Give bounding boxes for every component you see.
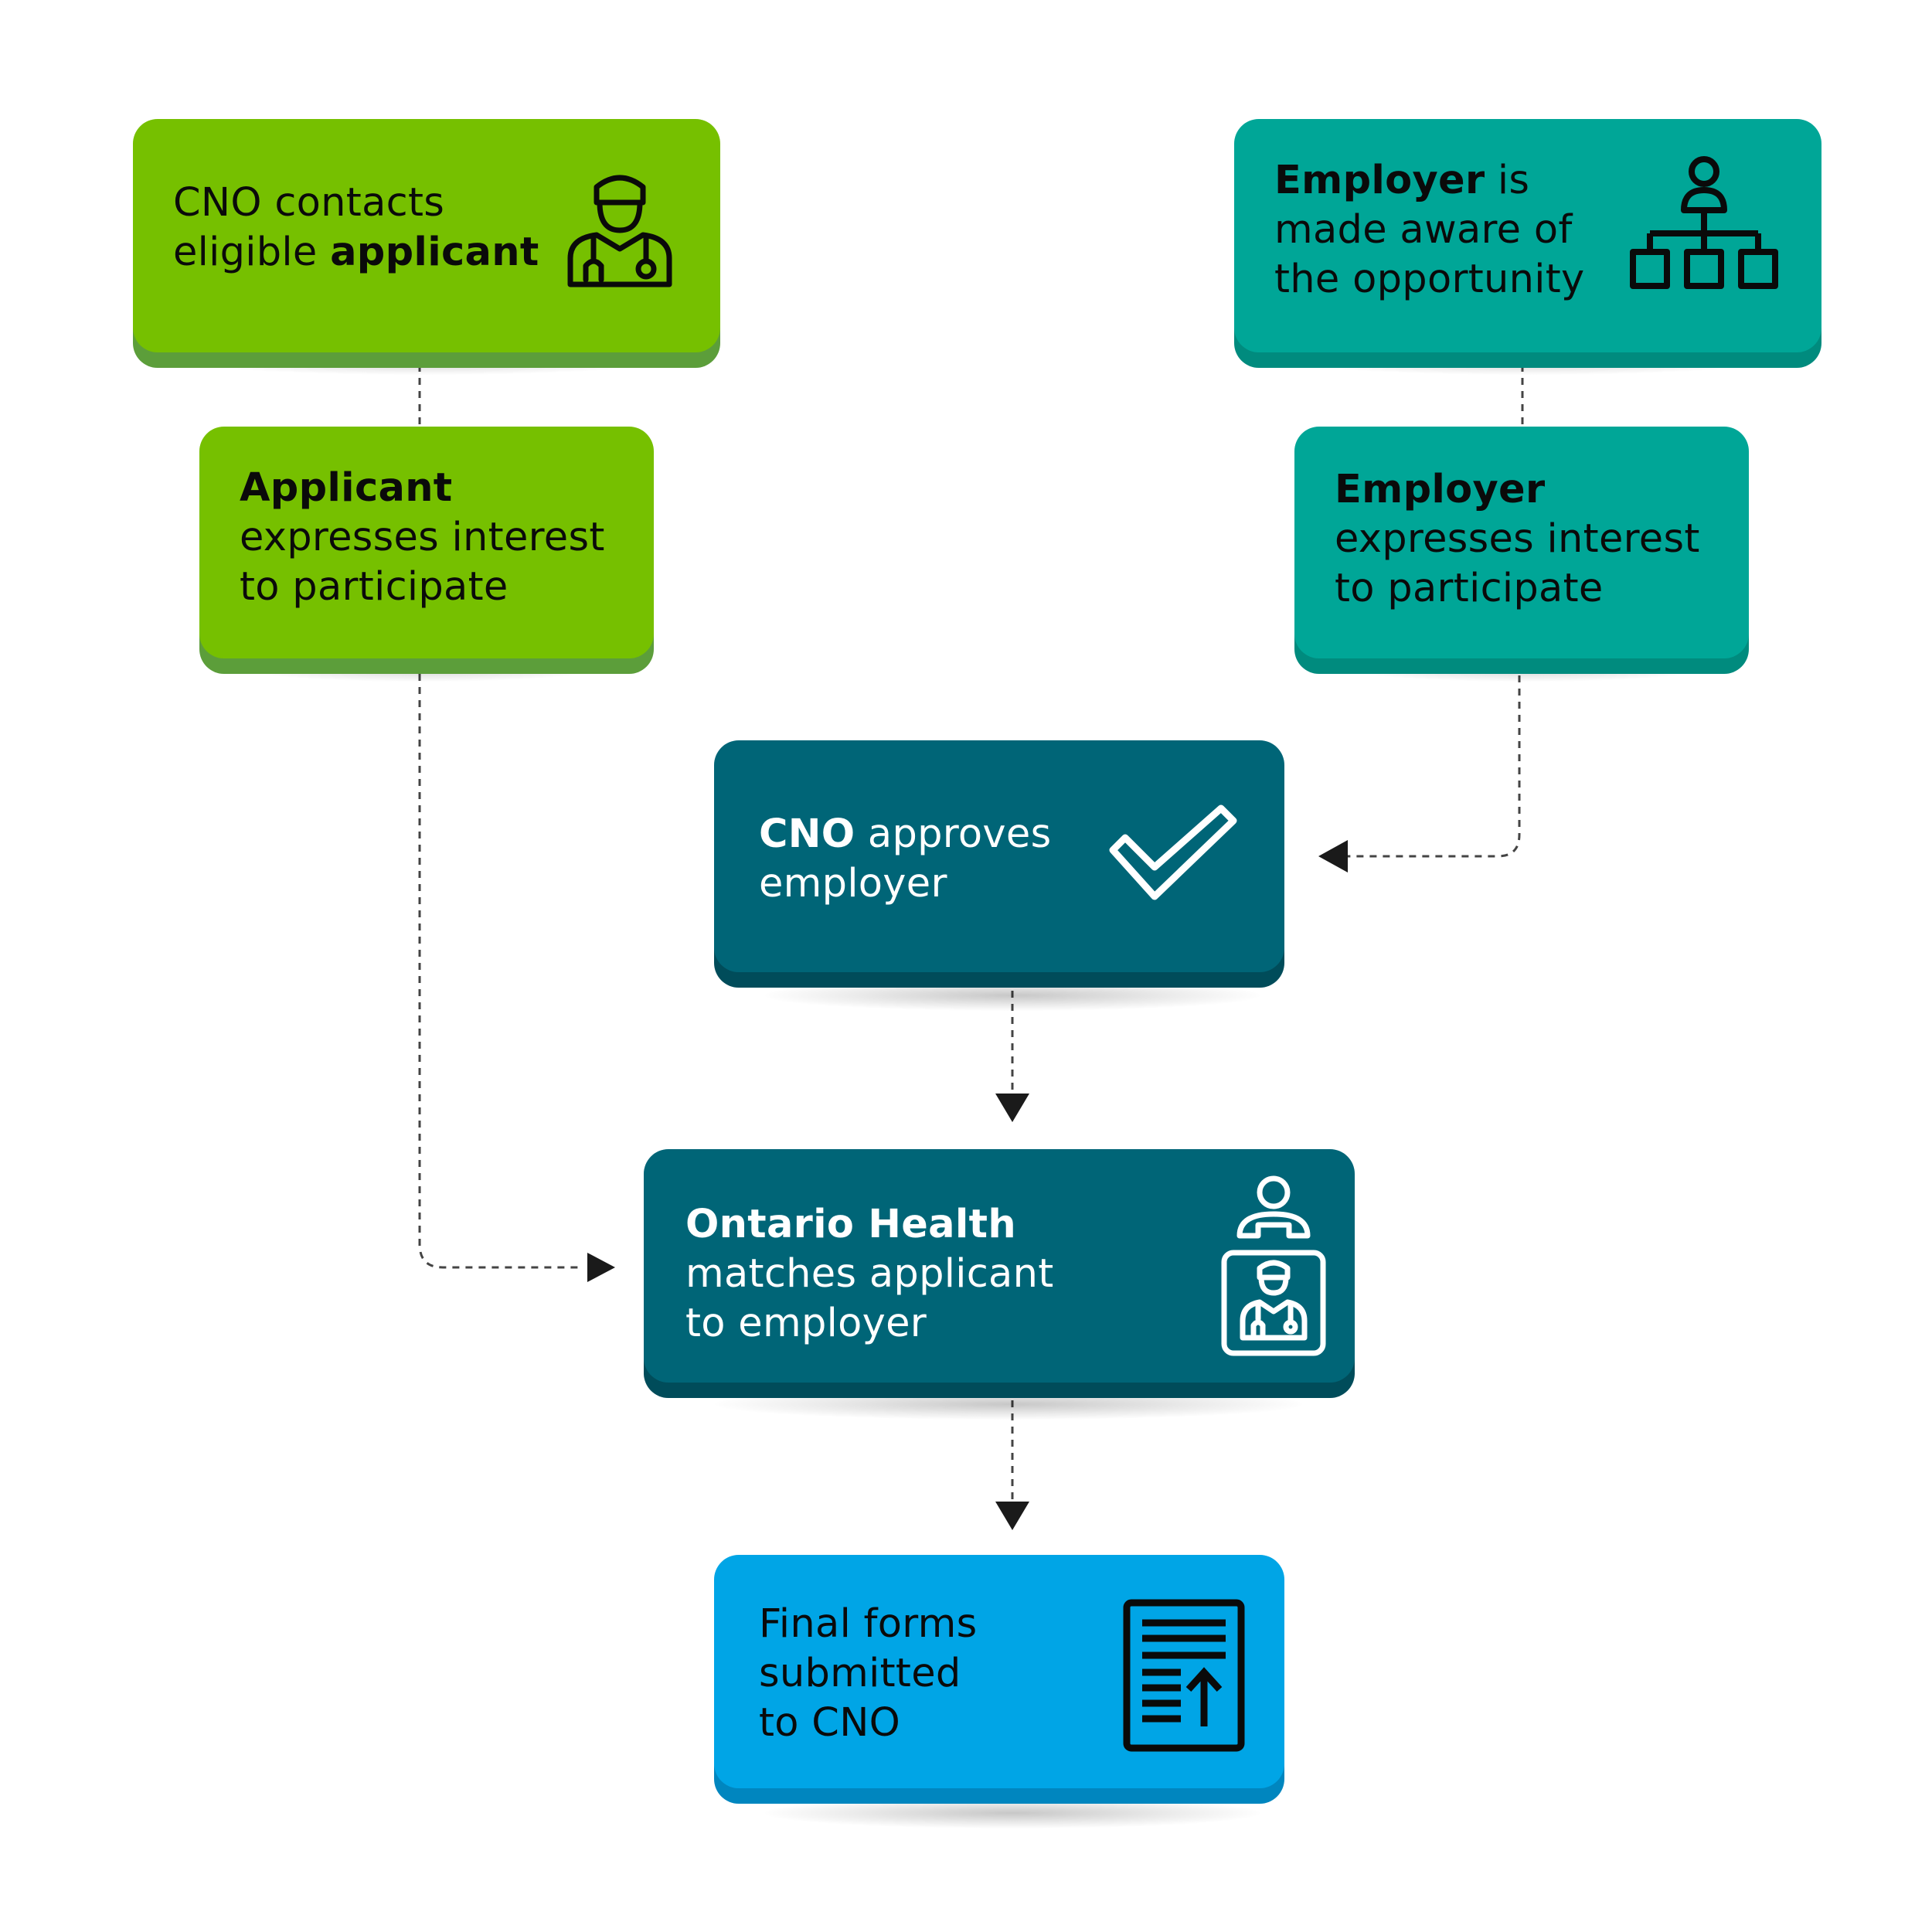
text-bold: Employer — [1274, 158, 1485, 203]
match-icon — [1221, 1175, 1326, 1356]
text-bold: Ontario Health — [685, 1202, 1016, 1247]
text-bold: applicant — [330, 230, 539, 275]
nurse-icon — [567, 175, 672, 287]
text-line: eligible — [173, 230, 331, 275]
org-chart-icon — [1630, 156, 1778, 289]
text-bold: Employer — [1335, 467, 1546, 512]
shadow — [715, 1389, 1302, 1420]
document-upload-icon — [1123, 1599, 1245, 1752]
text-line: submitted — [759, 1651, 961, 1696]
shadow — [765, 1798, 1260, 1828]
step-text: Ontario Health matches applicant to empl… — [685, 1200, 1054, 1349]
step-text: Employer expresses interest to participa… — [1335, 465, 1700, 614]
step-employer-interest: Employer expresses interest to participa… — [1294, 427, 1749, 658]
text-line: to participate — [1335, 566, 1604, 611]
text-line: expresses interest — [240, 515, 605, 560]
step-applicant-interest: Applicant expresses interest to particip… — [199, 427, 654, 658]
text-line: is — [1485, 158, 1530, 203]
text-line: CNO contacts — [173, 180, 445, 226]
connector-employer-to-cno — [1345, 662, 1521, 858]
text-line: expresses interest — [1335, 516, 1700, 562]
text-line: to CNO — [759, 1700, 901, 1746]
text-line: Final forms — [759, 1601, 978, 1647]
text-bold: Applicant — [240, 465, 453, 511]
step-ontario-health-match: Ontario Health matches applicant to empl… — [644, 1149, 1355, 1383]
step-employer-aware: Employer is made aware of the opportunit… — [1234, 119, 1821, 352]
step-text: CNO approves employer — [759, 810, 1051, 909]
arrow-into-cno-approves — [1318, 840, 1348, 872]
step-final-forms: Final forms submitted to CNO — [714, 1555, 1284, 1788]
text-line: to participate — [240, 564, 509, 610]
step-cno-contacts-applicant: CNO contacts eligible applicant — [133, 119, 720, 352]
arrow-down-to-final-forms — [995, 1502, 1029, 1530]
step-text: Employer is made aware of the opportunit… — [1274, 156, 1585, 304]
arrow-into-ontario-health — [587, 1253, 615, 1282]
shadow — [765, 980, 1260, 1011]
text-line: approves — [855, 811, 1052, 857]
step-text: Applicant expresses interest to particip… — [240, 464, 605, 612]
text-bold: CNO — [759, 811, 855, 857]
checkmark-icon — [1109, 804, 1237, 900]
text-line: to employer — [685, 1301, 927, 1346]
text-line: matches applicant — [685, 1251, 1054, 1297]
text-line: the opportunity — [1274, 257, 1585, 302]
text-line: made aware of — [1274, 207, 1573, 253]
connector-applicant-to-ontario — [418, 661, 583, 1269]
step-cno-approves-employer: CNO approves employer — [714, 740, 1284, 972]
step-text: CNO contacts eligible applicant — [173, 179, 539, 277]
text-line: employer — [759, 861, 947, 906]
arrow-down-to-ontario-health — [995, 1094, 1029, 1122]
step-text: Final forms submitted to CNO — [759, 1600, 978, 1748]
